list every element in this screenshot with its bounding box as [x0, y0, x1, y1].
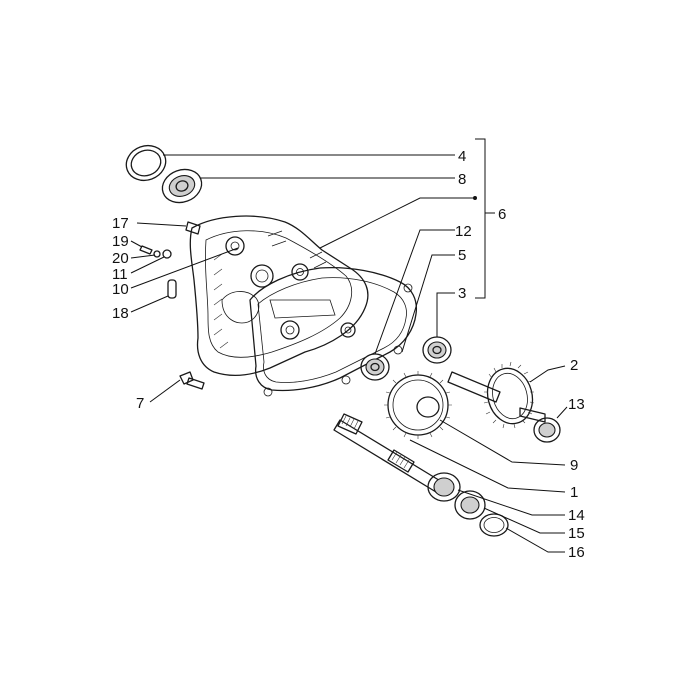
- callout-17: 17: [112, 215, 129, 232]
- callout-13: 13: [568, 396, 585, 413]
- callout-1: 1: [570, 484, 578, 501]
- callout-10: 10: [112, 281, 129, 298]
- callout-19: 19: [112, 233, 129, 250]
- dowel-pin-part: [167, 279, 177, 299]
- callout-8: 8: [458, 171, 466, 188]
- callout-9: 9: [570, 457, 578, 474]
- circlip-part: [479, 513, 509, 537]
- bearing-axle-part: [427, 472, 461, 502]
- callout-3: 3: [458, 285, 466, 302]
- intermediate-gear-part: [384, 371, 452, 439]
- callout-5: 5: [458, 247, 466, 264]
- plug-part: [185, 221, 201, 235]
- oil-seal-part: [454, 490, 486, 520]
- callout-20: 20: [112, 250, 129, 267]
- leader-dot: [473, 196, 477, 200]
- callout-4: 4: [458, 148, 466, 165]
- small-screw-washer-parts: [139, 245, 172, 259]
- callout-14: 14: [568, 507, 585, 524]
- callout-16: 16: [568, 544, 585, 561]
- callout-11: 11: [112, 266, 128, 283]
- callout-12: 12: [455, 223, 472, 240]
- callout-18: 18: [112, 305, 129, 322]
- leader-lines: [130, 138, 568, 553]
- callout-7: 7: [136, 395, 144, 412]
- bearing-mid-part: [360, 353, 390, 381]
- seal-ring-part: [125, 144, 167, 182]
- drive-shaft-gear-part: [447, 361, 546, 429]
- gasket-part: [249, 266, 418, 397]
- bearing-top-part: [161, 168, 203, 204]
- callout-6: 6: [498, 206, 506, 223]
- gearbox-housing-part: [189, 215, 369, 377]
- bearing-small-part: [533, 417, 561, 443]
- callout-15: 15: [568, 525, 585, 542]
- wheel-axle-part: [333, 413, 443, 493]
- callout-2: 2: [570, 357, 578, 374]
- callout-labels: 4 8 6 12 5 3 2 13 9 1 14 15 16 17 19 20 …: [112, 148, 585, 561]
- bolt-part: [179, 371, 205, 390]
- bearing-right-part: [422, 336, 452, 364]
